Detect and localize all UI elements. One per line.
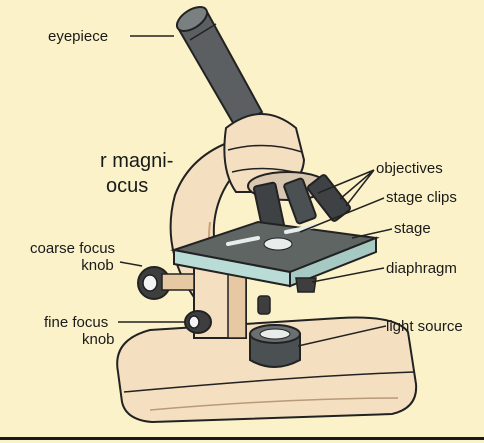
label-stage-clips: stage clips bbox=[386, 189, 457, 206]
label-coarse-focus-line1: coarse focus bbox=[30, 240, 115, 257]
label-fine-focus-line2: knob bbox=[44, 331, 115, 348]
cutoff-body-text: r magni- bbox=[100, 150, 173, 173]
label-stage: stage bbox=[394, 220, 431, 237]
label-diaphragm: diaphragm bbox=[386, 260, 457, 277]
bottom-border bbox=[0, 437, 484, 440]
label-fine-focus-line1: fine focus bbox=[44, 314, 115, 331]
label-light-source: light source bbox=[386, 318, 463, 335]
leader-line-coarse-focus bbox=[120, 262, 142, 266]
label-eyepiece: eyepiece bbox=[48, 28, 108, 45]
label-coarse-focus-line2: knob bbox=[30, 257, 115, 274]
cutoff-body-text: ocus bbox=[106, 175, 148, 198]
label-objectives: objectives bbox=[376, 160, 443, 177]
label-coarse-focus: coarse focus knob bbox=[30, 240, 115, 274]
label-fine-focus: fine focus knob bbox=[44, 314, 115, 348]
diaphragm bbox=[296, 278, 316, 292]
